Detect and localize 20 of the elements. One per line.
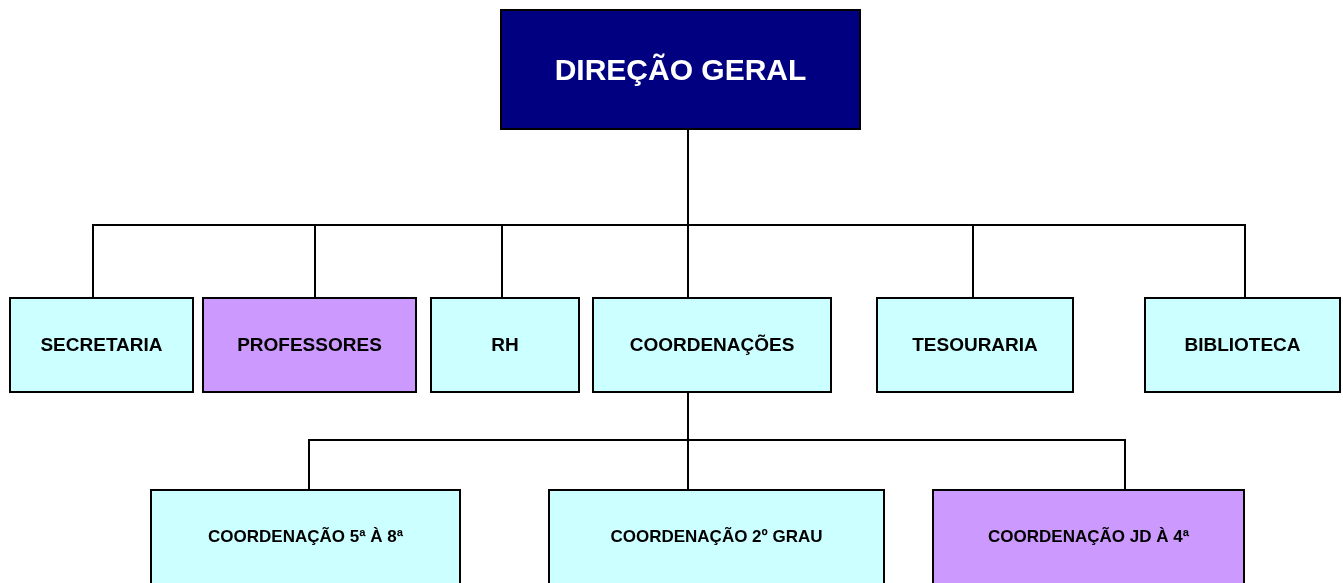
box-label: RH xyxy=(491,334,519,356)
box-label: TESOURARIA xyxy=(912,334,1038,356)
box-label: DIREÇÃO GERAL xyxy=(554,52,807,87)
org-box xyxy=(202,297,417,393)
org-box xyxy=(430,297,580,393)
box-label: PROFESSORES xyxy=(237,334,382,356)
org-box xyxy=(9,297,194,393)
org-box xyxy=(548,489,885,583)
box-label: COORDENAÇÃO 5ª À 8ª xyxy=(208,527,403,547)
org-box xyxy=(500,9,861,130)
box-label: COORDENAÇÃO 2º GRAU xyxy=(610,527,823,547)
box-label: COORDENAÇÕES xyxy=(629,334,795,356)
org-box xyxy=(876,297,1074,393)
box-label: COORDENAÇÃO JD À 4ª xyxy=(988,527,1189,547)
box-label: BIBLIOTECA xyxy=(1184,334,1301,356)
org-box xyxy=(150,489,461,583)
box-label: SECRETARIA xyxy=(40,334,163,356)
org-box xyxy=(592,297,832,393)
org-box xyxy=(932,489,1245,583)
org-box xyxy=(1144,297,1341,393)
